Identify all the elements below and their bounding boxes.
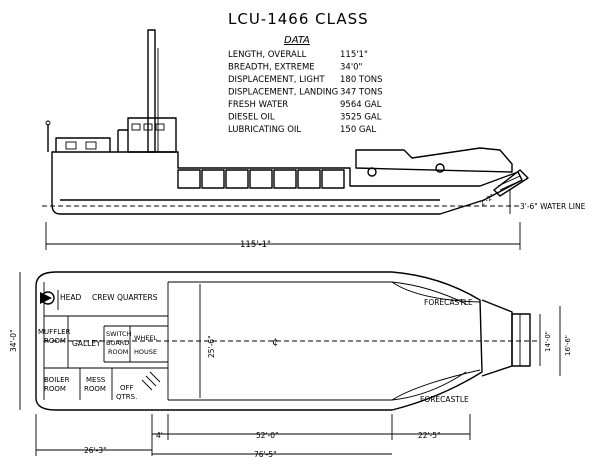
deck-vehicle [355, 147, 513, 173]
water-line-label: 3'-6" WATER LINE [520, 202, 586, 211]
dim-beam: 34'-0" [9, 329, 18, 352]
bow-ramp [493, 169, 529, 197]
centerline-symbol: ¢ [272, 337, 278, 348]
spec-label: DISPLACEMENT, LANDING [228, 88, 338, 98]
spec-value: 3525 GAL [340, 113, 382, 123]
room-switch-2: BOARD [106, 339, 129, 347]
spec-value: 180 TONS [340, 75, 383, 85]
length-dimension: 115'-1" [240, 240, 271, 250]
spec-value: 347 TONS [340, 88, 383, 98]
forecastle-top: FORECASTLE [424, 298, 473, 307]
room-crew-quarters: CREW QUARTERS [92, 293, 158, 302]
dim-well-length: 52'-0" [256, 431, 279, 440]
side-profile: 3'-6" WATER LINE 2'-2" 115'-1" [42, 29, 586, 250]
spec-label: DIESEL OIL [228, 113, 275, 123]
dim-well-width: 25'-6" [207, 335, 216, 358]
data-heading: DATA [284, 35, 310, 46]
spec-value: 9564 GAL [340, 100, 382, 110]
spec-label: DISPLACEMENT, LIGHT [228, 75, 325, 85]
room-mess-1: MESS [86, 376, 106, 384]
room-mess-2: ROOM [84, 385, 106, 393]
head-fixture-icon [41, 291, 55, 305]
dim-ramp-outer: 16'-6" [564, 335, 572, 356]
spec-label: FRESH WATER [228, 100, 288, 110]
room-switch-3: ROOM [108, 348, 128, 356]
room-muffler-1: MUFFLER [38, 328, 71, 336]
room-off-2: QTRS. [116, 393, 137, 401]
drawing-title: LCU-1466 CLASS [228, 10, 369, 28]
room-boiler-2: ROOM [44, 385, 66, 393]
spec-label: LUBRICATING OIL [228, 125, 301, 135]
after-deckhouse [55, 137, 111, 152]
mast [147, 29, 156, 153]
dim-bow-length: 22'-5" [418, 431, 441, 440]
room-head: HEAD [60, 293, 82, 302]
dim-stern: 26'-3" [84, 446, 107, 455]
room-galley: GALLEY [72, 339, 101, 348]
spec-label: BREADTH, EXTREME [228, 63, 315, 73]
hull [51, 151, 523, 215]
spec-value: 150 GAL [340, 125, 376, 135]
room-switch-1: SWITCH [106, 330, 132, 338]
spec-table: LENGTH, OVERALL 115'1" BREADTH, EXTREME 34'… [228, 50, 383, 135]
dim-aft-length: 76'-5" [254, 450, 277, 459]
plan-ramp [511, 313, 531, 367]
forecastle-bottom: FORECASTLE [420, 395, 469, 404]
spec-label: LENGTH, OVERALL [228, 50, 307, 60]
plan-hull [35, 271, 483, 411]
dim-ramp-width: 14'-0" [544, 331, 552, 352]
deck-plan: ¢ HEAD CREW QUARTERS MUFFLER ROOM GALLEY… [9, 271, 572, 459]
room-muffler-2: ROOM [44, 337, 66, 345]
spec-value: 34'0" [340, 63, 363, 73]
room-boiler-1: BOILER [44, 376, 70, 384]
room-wheel-2: HOUSE [134, 348, 157, 356]
dim-small: 4' [156, 431, 163, 440]
room-wheel-1: WHEEL [134, 334, 158, 342]
room-off-1: OFF [120, 384, 134, 392]
pilot-house [127, 117, 177, 153]
spec-value: 115'1" [340, 50, 368, 60]
